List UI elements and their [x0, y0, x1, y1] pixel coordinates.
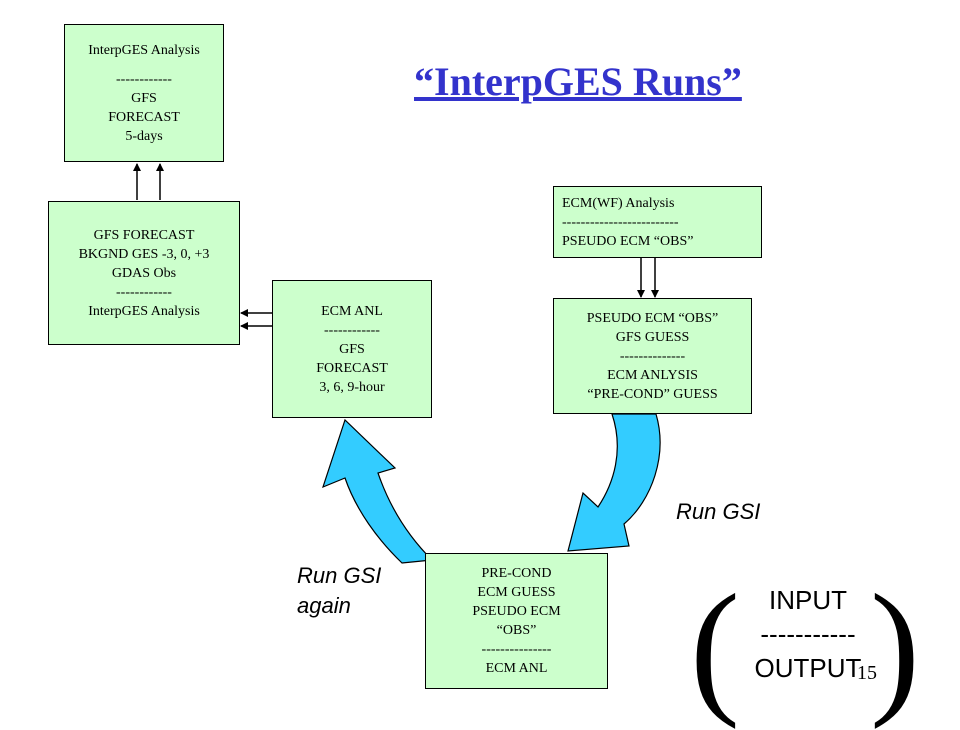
box-line: ------------: [116, 284, 172, 300]
run-gsi-again-curved-arrow: [322, 418, 434, 564]
box-line: --------------: [619, 348, 686, 364]
box-line: “OBS”: [496, 623, 537, 638]
box-line: ECM ANLYSIS: [607, 367, 698, 383]
box-line: PRE-COND: [481, 566, 552, 581]
box-line: GDAS Obs: [111, 265, 177, 281]
box-line: PSEUDO ECM: [472, 604, 561, 619]
box-line: ECM ANL: [485, 661, 548, 676]
box-line: InterpGES Analysis: [88, 42, 200, 58]
box-line: 3, 6, 9-hour: [319, 379, 385, 395]
page-number: 15: [857, 662, 877, 684]
box-line: GFS: [131, 90, 157, 106]
box-line: PSEUDO ECM “OBS”: [586, 310, 719, 326]
box-line: FORECAST: [316, 360, 388, 376]
ecm-anl-box: ECM ANL ------------ GFS FORECAST 3, 6, …: [272, 280, 432, 418]
box-line: ------------: [116, 71, 172, 87]
pre-cond-box: PRE-COND ECM GUESS PSEUDO ECM “OBS” ----…: [425, 553, 608, 689]
box-line: PSEUDO ECM “OBS”: [562, 233, 694, 249]
box-line: ---------------: [481, 642, 552, 657]
legend-input: INPUT: [769, 585, 847, 615]
box-line: FORECAST: [108, 109, 180, 125]
box-line: -------------------------: [562, 214, 679, 230]
box-line: GFS GUESS: [615, 329, 690, 345]
run-gsi-again-label-line2: again: [297, 593, 351, 618]
box-line: 5-days: [125, 128, 163, 144]
box-line: ECM(WF) Analysis: [562, 195, 675, 211]
run-gsi-curved-arrow: [567, 413, 661, 552]
box-line: BKGND GES -3, 0, +3: [78, 246, 210, 262]
pseudo-ecm-box: PSEUDO ECM “OBS” GFS GUESS -------------…: [553, 298, 752, 414]
interpges-analysis-box: InterpGES Analysis ------------ GFS FORE…: [64, 24, 224, 162]
legend-output: OUTPUT: [754, 653, 862, 683]
legend-close-paren: ): [870, 564, 920, 730]
box-line: “PRE-COND” GUESS: [587, 386, 718, 402]
gfs-forecast-box: GFS FORECAST BKGND GES -3, 0, +3 GDAS Ob…: [48, 201, 240, 345]
ecmwf-analysis-box: ECM(WF) Analysis -----------------------…: [553, 186, 762, 258]
box-line: GFS FORECAST: [93, 227, 195, 243]
run-gsi-again-label-line1: Run GSI: [297, 563, 382, 588]
box-line: GFS: [339, 341, 365, 357]
legend-divider: -----------: [760, 619, 856, 649]
box-line: ECM ANL: [321, 303, 383, 319]
page-title: “InterpGES Runs”: [414, 59, 742, 104]
run-gsi-label: Run GSI: [676, 499, 761, 524]
legend-open-paren: (: [690, 564, 740, 730]
box-line: InterpGES Analysis: [88, 303, 200, 319]
box-line: ECM GUESS: [477, 585, 556, 600]
legend: INPUT ----------- OUTPUT: [748, 583, 868, 685]
box-line: ------------: [324, 322, 380, 338]
